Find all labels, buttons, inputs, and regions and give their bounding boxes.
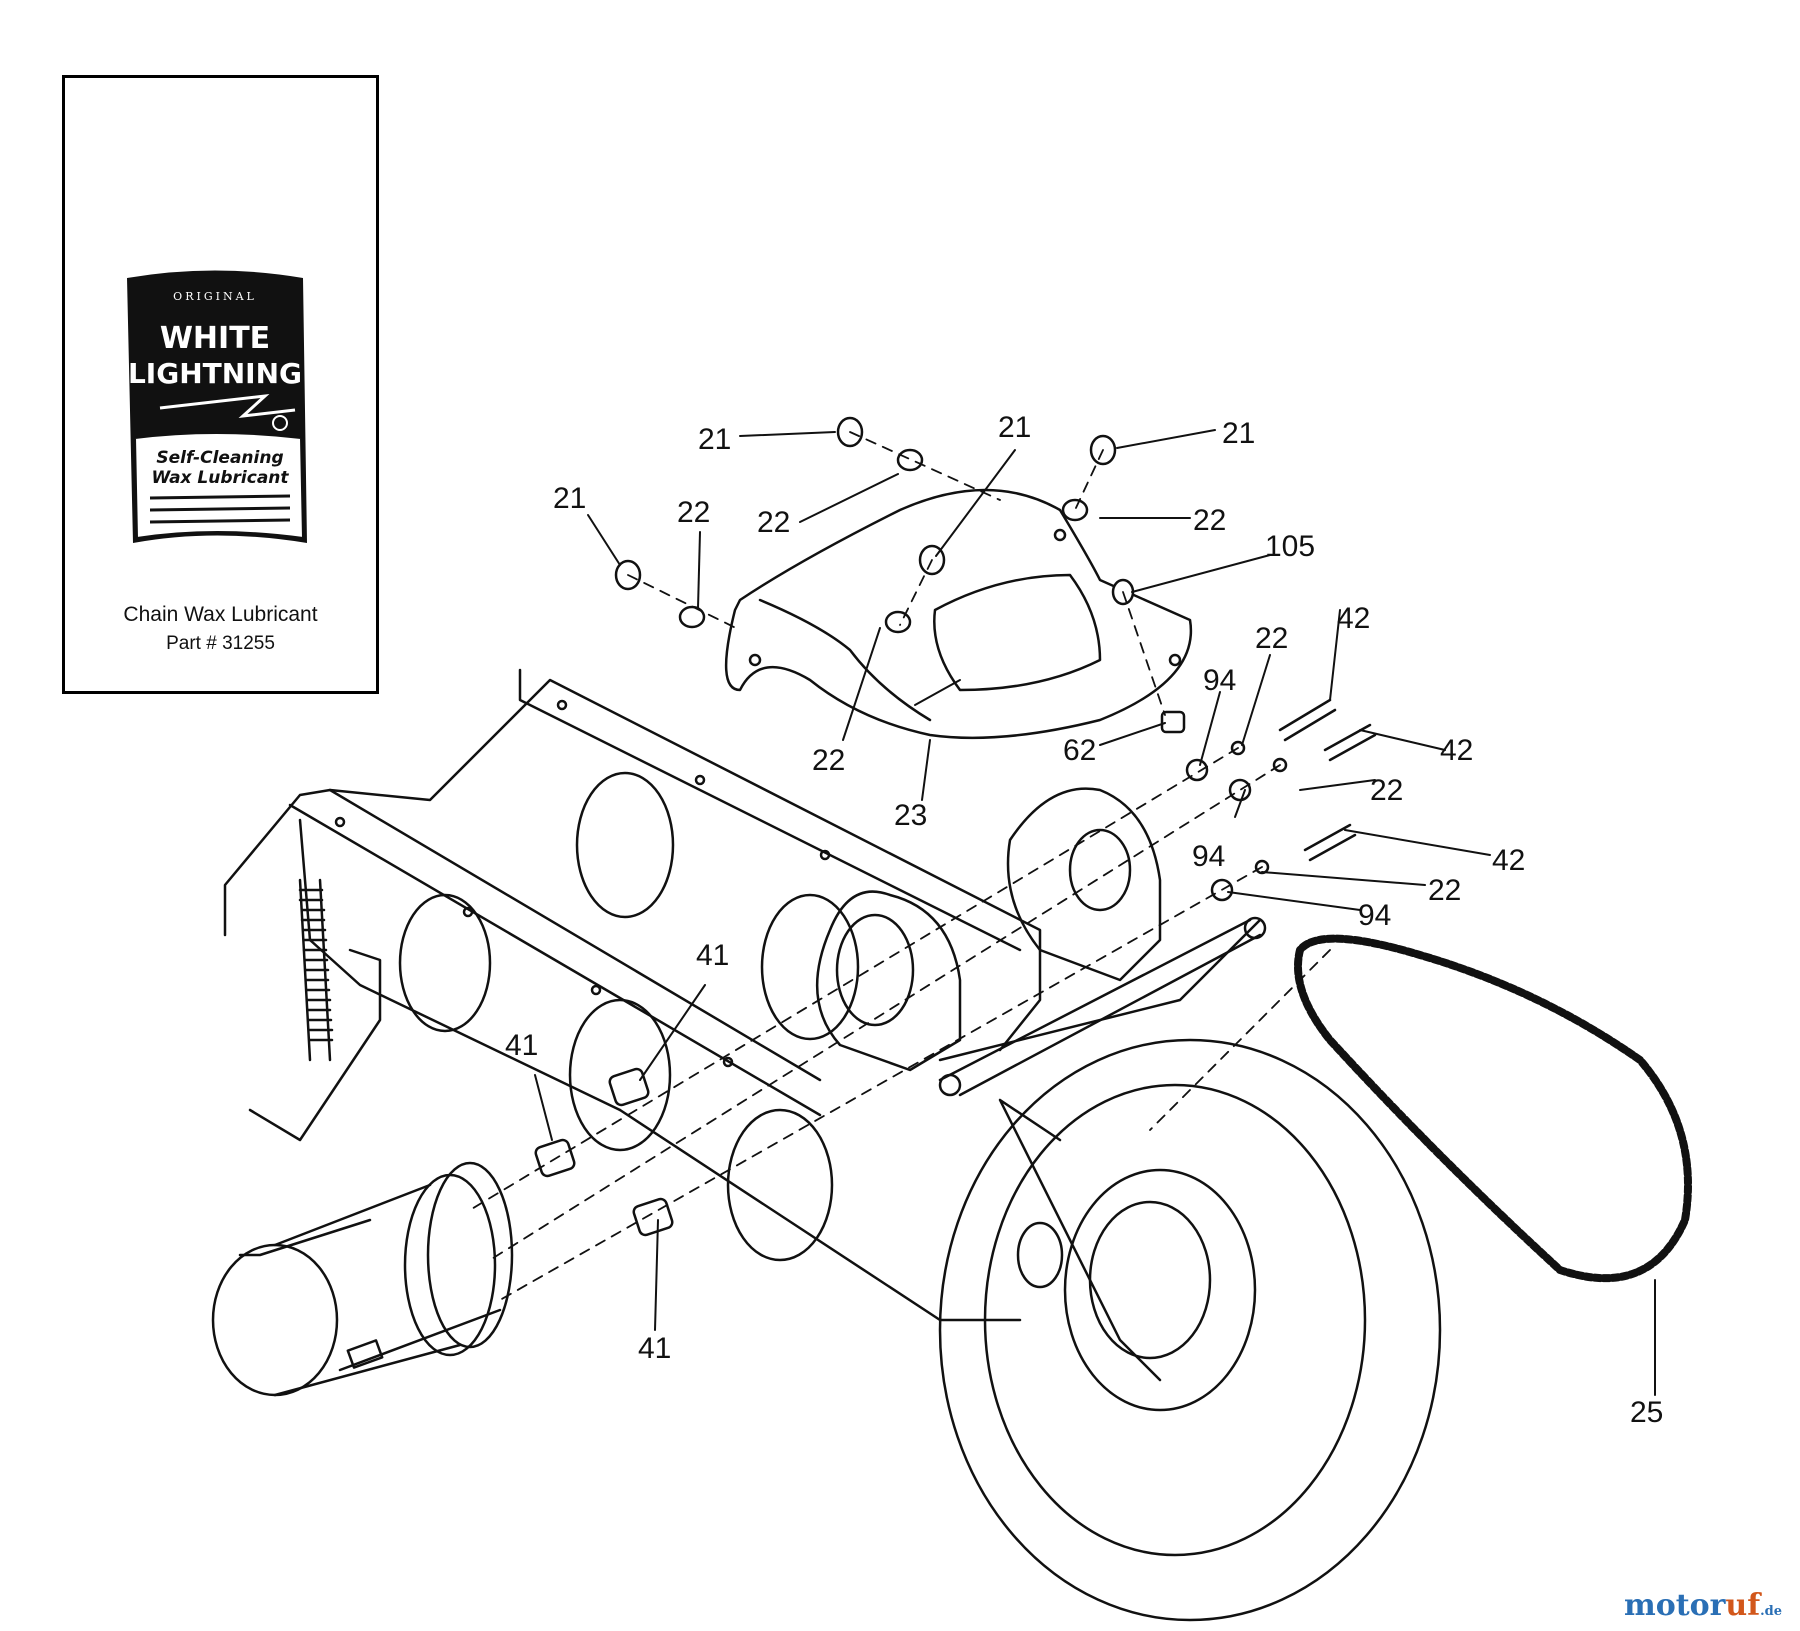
pin-41-c xyxy=(632,1197,674,1237)
callout-22-e: 22 xyxy=(1255,622,1288,655)
axle-rod xyxy=(938,916,1267,1097)
washer-22-d xyxy=(1061,498,1089,522)
callout-41-b: 41 xyxy=(505,1029,538,1062)
bolt-42-c xyxy=(1303,823,1357,862)
callout-23: 23 xyxy=(894,799,927,832)
can-label-light xyxy=(133,432,305,540)
inset-part-number: Part # 31255 xyxy=(166,633,275,654)
callout-105: 105 xyxy=(1265,530,1315,563)
fine-print xyxy=(149,494,291,500)
callout-94-a: 94 xyxy=(1203,664,1236,697)
lubricant-inset: ORIGINAL WHITE LIGHTNING Self-Cleaning W… xyxy=(62,75,379,694)
callout-41-c: 41 xyxy=(638,1332,671,1365)
lightning-icon xyxy=(159,393,296,419)
callout-22-g: 22 xyxy=(1428,874,1461,907)
drive-motor xyxy=(211,1161,514,1397)
callout-42-a: 42 xyxy=(1337,602,1370,635)
callout-25: 25 xyxy=(1630,1396,1663,1429)
drive-chain xyxy=(1294,934,1692,1283)
callout-42-b: 42 xyxy=(1440,734,1473,767)
inset-caption: Chain Wax Lubricant xyxy=(123,603,318,626)
hardware-parts xyxy=(534,416,1377,1237)
callout-22-f: 22 xyxy=(1370,774,1403,807)
callout-42-c: 42 xyxy=(1492,844,1525,877)
callout-22-b: 22 xyxy=(757,506,790,539)
callout-62: 62 xyxy=(1063,734,1096,767)
callout-21-b: 21 xyxy=(553,482,586,515)
callout-21-c: 21 xyxy=(998,411,1031,444)
washer-22-c xyxy=(884,610,912,634)
callout-41-a: 41 xyxy=(696,939,729,972)
leader-lines xyxy=(534,429,1656,1396)
callout-94-c: 94 xyxy=(1358,899,1391,932)
bolt-42-b xyxy=(1323,723,1377,762)
lubricant-can-illustration: ORIGINAL WHITE LIGHTNING Self-Cleaning W… xyxy=(127,270,307,543)
can-top-text: ORIGINAL xyxy=(173,290,257,303)
assembly-lines xyxy=(469,431,1331,1301)
can-brand-line1: WHITE xyxy=(160,321,270,356)
bicycle-icon xyxy=(272,415,288,431)
tension-spring xyxy=(248,878,382,1142)
washer-22-a xyxy=(896,448,924,472)
callout-21-a: 21 xyxy=(698,423,731,456)
nut-62 xyxy=(1160,710,1186,734)
callout-22-a: 22 xyxy=(677,496,710,529)
chain-case-frame xyxy=(223,668,1042,1322)
washer-94-b xyxy=(1228,778,1252,802)
can-sub2: Wax Lubricant xyxy=(151,468,289,488)
callout-21-d: 21 xyxy=(1222,417,1255,450)
bolt-42-a xyxy=(1278,698,1337,742)
can-brand-line2: LIGHTNING xyxy=(128,357,302,390)
callout-94-b: 94 xyxy=(1192,840,1225,873)
drive-wheel xyxy=(938,1038,1442,1622)
pin-41-b xyxy=(608,1067,650,1107)
watermark-logo: motoruf.de xyxy=(1623,1588,1782,1623)
callout-22-d: 22 xyxy=(812,744,845,777)
callout-22-c: 22 xyxy=(1193,504,1226,537)
chain-guard-cover xyxy=(724,488,1193,740)
can-sub1: Self-Cleaning xyxy=(156,448,283,468)
